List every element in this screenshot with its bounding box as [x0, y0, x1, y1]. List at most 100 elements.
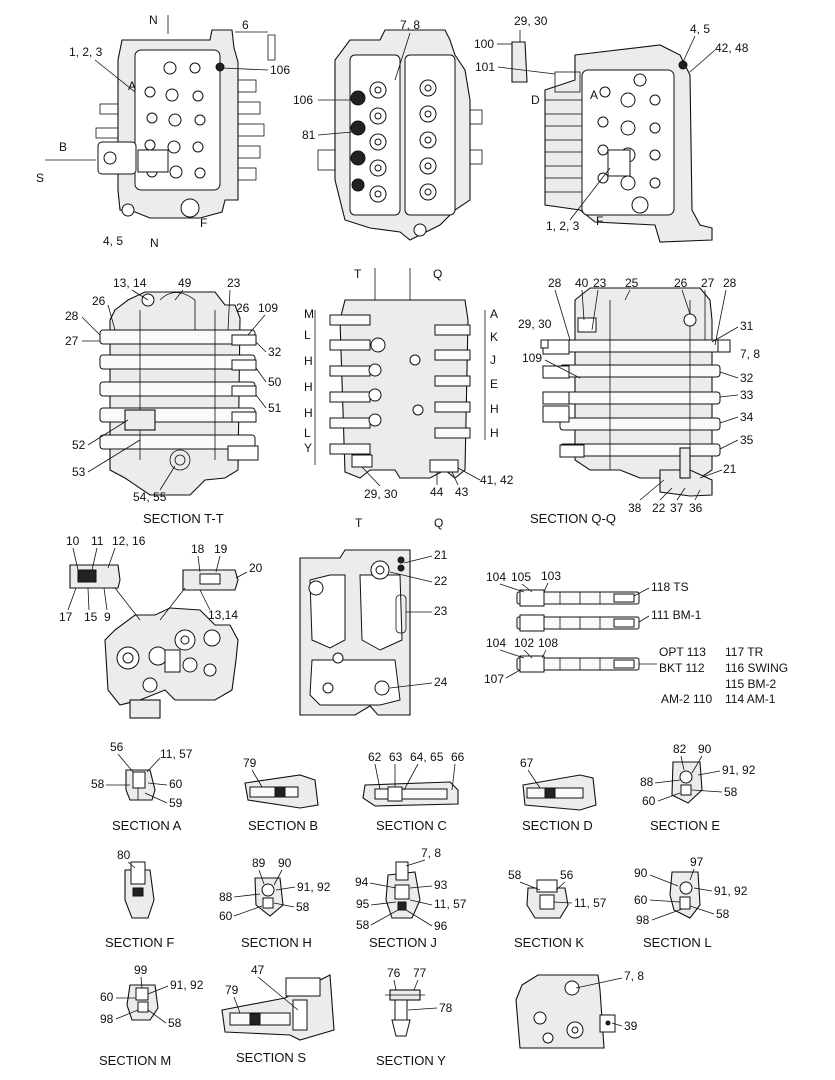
label-99: 99 [134, 963, 148, 977]
label-39: 39 [624, 1019, 638, 1033]
label-13-14: 13, 14 [113, 276, 147, 290]
label-23: 23 [434, 604, 448, 618]
label-60: 60 [642, 794, 656, 808]
label-93: 93 [434, 878, 448, 892]
label-60: 60 [219, 909, 233, 923]
section-f [124, 861, 155, 919]
label-k: K [490, 330, 498, 344]
label-91-92: 91, 92 [297, 880, 331, 894]
view-top-middle [317, 29, 483, 241]
label-52: 52 [72, 438, 86, 452]
label-109: 109 [258, 301, 278, 315]
label-80: 80 [117, 848, 131, 862]
label-n-top: N [149, 13, 158, 27]
label-31: 31 [740, 319, 754, 333]
label-29-30: 29, 30 [518, 317, 552, 331]
section-e-caption: SECTION E [650, 818, 720, 833]
section-f-caption: SECTION F [105, 935, 174, 950]
label-42-48: 42, 48 [715, 41, 749, 55]
label-118-ts: 118 TS [651, 580, 689, 594]
label-51: 51 [268, 401, 282, 415]
label-m: M [304, 307, 314, 321]
label-58: 58 [91, 777, 105, 791]
view-plate [299, 549, 411, 716]
section-k [526, 879, 569, 919]
label-19: 19 [214, 542, 228, 556]
label-81: 81 [302, 128, 316, 142]
section-b [244, 774, 319, 809]
label-90: 90 [698, 742, 712, 756]
label-t: T [354, 267, 362, 281]
label-am-2-110: AM-2 110 [661, 692, 712, 706]
label-89: 89 [252, 856, 266, 870]
label-e: E [490, 377, 498, 391]
label-27: 27 [701, 276, 715, 290]
label-58: 58 [296, 900, 310, 914]
label-50: 50 [268, 375, 282, 389]
label-102: 102 [514, 636, 534, 650]
label-104: 104 [486, 636, 506, 650]
label-49: 49 [178, 276, 192, 290]
label-6: 6 [242, 18, 249, 32]
label-26: 26 [674, 276, 688, 290]
section-j [385, 861, 421, 919]
label-29-30: 29, 30 [514, 14, 548, 28]
section-k-caption: SECTION K [514, 935, 584, 950]
label-13-14: 13,14 [208, 608, 238, 622]
label-9: 9 [104, 610, 111, 624]
label-23: 23 [227, 276, 241, 290]
label-82: 82 [673, 742, 687, 756]
label-7-8: 7, 8 [421, 846, 441, 860]
label-117-tr: 117 TR [725, 645, 764, 659]
label-11-57: 11, 57 [574, 896, 607, 910]
label-h: H [304, 354, 313, 368]
label-106: 106 [270, 63, 290, 77]
section-h [254, 877, 284, 917]
section-m [126, 984, 159, 1021]
label-114-am-1: 114 AM-1 [725, 692, 776, 706]
label-1-2-3: 1, 2, 3 [69, 45, 103, 59]
label-101: 101 [475, 60, 495, 74]
section-h-caption: SECTION H [241, 935, 312, 950]
label-h: H [490, 402, 499, 416]
label-60: 60 [169, 777, 183, 791]
label-47: 47 [251, 963, 265, 977]
label-a: A [490, 307, 498, 321]
label-90: 90 [634, 866, 648, 880]
label-35: 35 [740, 433, 754, 447]
label-21: 21 [434, 548, 448, 562]
label-h: H [490, 426, 499, 440]
label-y: Y [304, 441, 312, 455]
section-l [669, 871, 701, 919]
label-91-92: 91, 92 [722, 763, 756, 777]
view-bottom-right-block [515, 974, 616, 1049]
label-21: 21 [723, 462, 737, 476]
label-59: 59 [169, 796, 183, 810]
label-91-92: 91, 92 [714, 884, 748, 898]
label-h: H [304, 406, 313, 420]
label-4-5: 4, 5 [103, 234, 123, 248]
label-58: 58 [356, 918, 370, 932]
label-11: 11 [91, 534, 104, 548]
label-bkt-112: BKT 112 [659, 661, 705, 675]
label-95: 95 [356, 897, 370, 911]
label-88: 88 [640, 775, 654, 789]
label-28: 28 [723, 276, 737, 290]
label-37: 37 [670, 501, 684, 515]
section-y [385, 989, 425, 1037]
label-79: 79 [243, 756, 257, 770]
label-44: 44 [430, 485, 444, 499]
label-106: 106 [293, 93, 313, 107]
label-98: 98 [100, 1012, 114, 1026]
label-111-bm-1: 111 BM-1 [651, 608, 702, 622]
section-middle-elevation [314, 268, 486, 479]
label-43: 43 [455, 485, 469, 499]
label-63: 63 [389, 750, 403, 764]
section-d [522, 774, 597, 811]
label-28: 28 [65, 309, 79, 323]
label-l: L [304, 426, 311, 440]
label-22: 22 [434, 574, 448, 588]
label-116-swing: 116 SWING [725, 661, 788, 675]
label-104: 104 [486, 570, 506, 584]
